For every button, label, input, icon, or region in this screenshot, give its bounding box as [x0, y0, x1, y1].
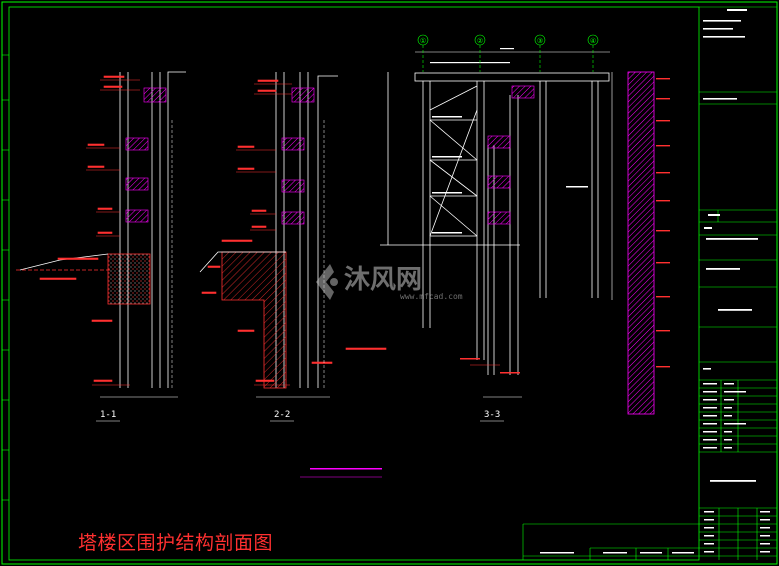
title-block: [699, 6, 777, 560]
bottom-strip-text: [540, 552, 694, 554]
axis-bubble-2: ②: [477, 37, 483, 45]
section-1-1: [16, 71, 186, 398]
watermark-site: www.mfcad.com: [400, 292, 463, 301]
section-label-3-3: 3-3: [484, 410, 500, 420]
section-2-2: [199, 72, 387, 478]
axis-bubble-1: ①: [420, 37, 426, 45]
inner-border: [8, 6, 700, 561]
left-margin-ticks: [2, 54, 9, 501]
axis-bubble-4: ④: [590, 37, 596, 45]
section-3-3: ① ② ③ ④: [380, 34, 610, 398]
title-block-notes: [703, 9, 770, 553]
side-elevation: [611, 71, 670, 415]
axis-bubble-3: ③: [537, 37, 543, 45]
watermark-text: 沐风网: [344, 265, 423, 295]
bottom-stamp-strip: [522, 523, 699, 560]
section-label-1-1: 1-1: [100, 410, 116, 420]
drawing-title: 塔楼区围护结构剖面图: [78, 532, 274, 554]
watermark-logo-icon: [316, 264, 338, 300]
section-label-2-2: 2-2: [274, 410, 290, 420]
